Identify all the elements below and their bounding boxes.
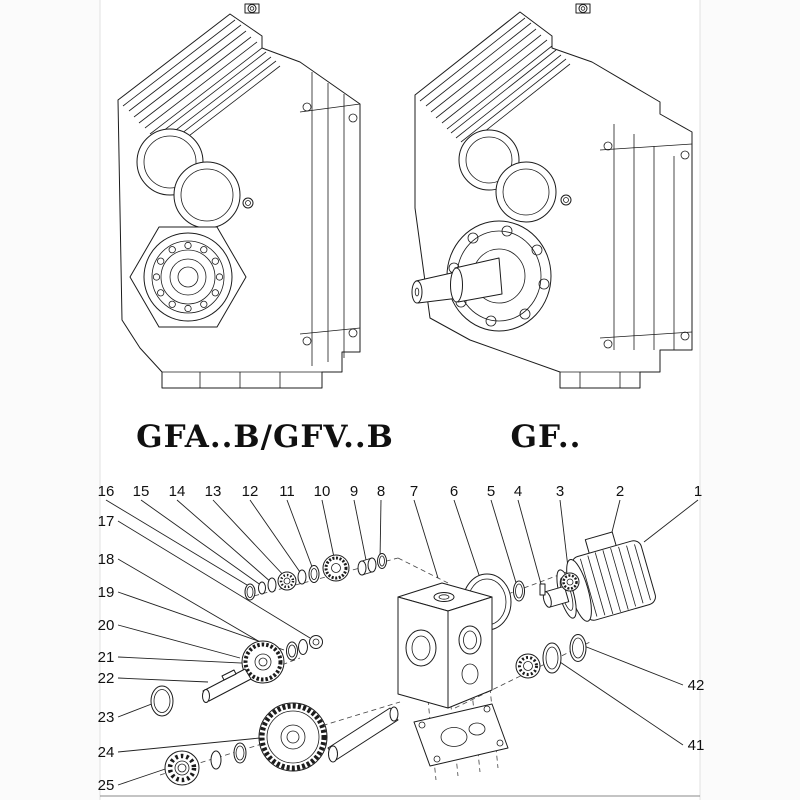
callout-25: 25 [98,777,115,794]
callout-12: 12 [242,483,259,500]
page-margin-right [700,0,800,800]
callout-8: 8 [377,483,385,500]
callout-6: 6 [450,483,458,500]
callout-13: 13 [205,483,222,500]
side-rib-panel [299,72,361,366]
output-gear-parts [164,702,399,786]
callout-14: 14 [169,483,186,500]
output-shaft [327,707,399,761]
mounting-feet [162,371,322,388]
foot-mounted-gearbox-drawing [117,3,361,389]
callout-16: 16 [98,483,115,500]
callout-5: 5 [487,483,495,500]
callout-24: 24 [98,744,115,761]
retaining-ring [150,685,174,717]
gear-bores [136,128,254,229]
callout-20: 20 [98,617,115,634]
output-gear [258,702,328,772]
key-pin [539,583,546,596]
input-shaft-parts [244,553,387,601]
right-model-label: GF.. [511,419,582,455]
callout-22: 22 [98,670,115,687]
shaft-key [221,669,237,681]
callout-4: 4 [514,483,522,500]
callout-7: 7 [410,483,418,500]
mounting-feet [560,371,660,388]
side-rib-panel [599,124,693,350]
gear-bores [458,129,572,223]
output-side-rings [515,634,587,679]
output-bearing-boss [129,226,247,328]
mounting-gasket-plate [413,703,509,767]
callout-41: 41 [688,737,705,754]
callout-18: 18 [98,551,115,568]
callout-21: 21 [98,649,115,666]
page-margin-left [0,0,100,800]
callout-15: 15 [133,483,150,500]
motor-fins [580,544,651,617]
intermediate-gear-parts [150,635,323,717]
flange-mounted-gearbox-drawing [411,3,693,389]
left-model-label: GFA..B/GFV..B [136,419,394,455]
callout-1: 1 [694,483,702,500]
callout-11: 11 [279,483,295,500]
callout-10: 10 [314,483,331,500]
gear-housing [397,582,493,709]
intermediate-gear [241,640,285,684]
bearing-balls [152,241,224,313]
callout-23: 23 [98,709,115,726]
callout-9: 9 [350,483,358,500]
output-flange [411,220,552,332]
motor [542,531,656,622]
callout-2: 2 [616,483,624,500]
callout-numbers: 16 15 14 13 12 11 10 9 8 7 6 5 4 3 2 1 1… [98,483,705,794]
exploded-parts-diagram: 16 15 14 13 12 11 10 9 8 7 6 5 4 3 2 1 1… [98,483,705,797]
callout-17: 17 [98,513,115,530]
callout-42: 42 [688,677,705,694]
callout-19: 19 [98,584,115,601]
leader-lines [105,499,699,786]
callout-3: 3 [556,483,564,500]
